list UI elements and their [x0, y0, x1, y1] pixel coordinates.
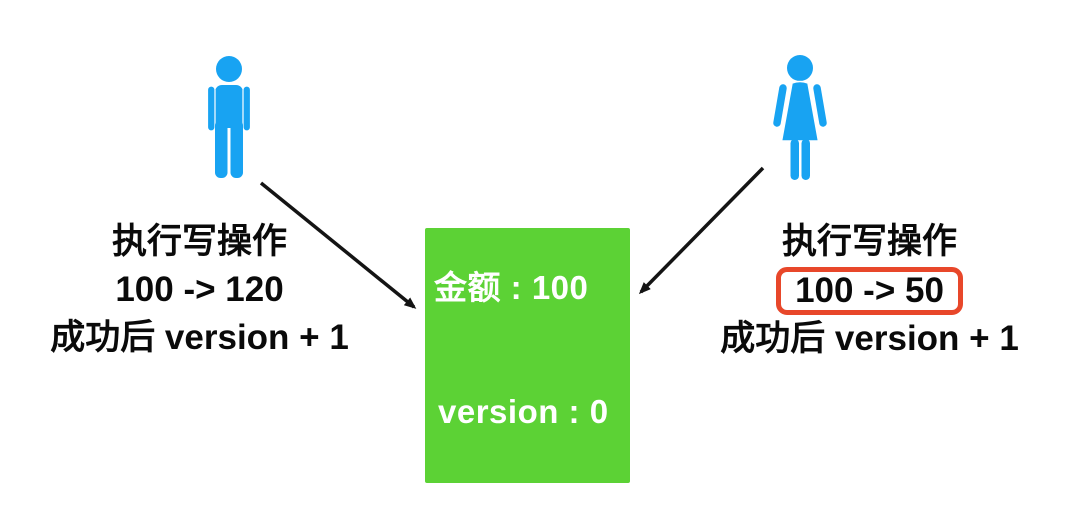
- man-left-leg: [215, 120, 228, 178]
- woman-left-leg: [790, 139, 799, 180]
- woman-right-arm: [813, 84, 827, 127]
- woman-icon: [770, 55, 830, 185]
- woman-left-arm: [773, 84, 787, 127]
- woman-dress: [780, 80, 820, 142]
- left-note-value-change: 100 -> 120: [115, 270, 284, 309]
- left-note-version-rule: 成功后 version + 1: [50, 318, 349, 357]
- amount-field: 金额 : 100: [434, 269, 589, 306]
- left-note-action: 执行写操作: [111, 222, 287, 261]
- right-note: 执行写操作 100 -> 50 成功后 version + 1: [702, 218, 1037, 363]
- man-right-arm: [242, 85, 252, 132]
- right-note-version-rule: 成功后 version + 1: [720, 319, 1019, 358]
- version-field: version : 0: [438, 393, 609, 430]
- man-icon: [203, 56, 255, 184]
- man-torso: [215, 85, 243, 128]
- man-left-arm: [206, 85, 216, 132]
- woman-head: [787, 55, 813, 81]
- right-note-value-change: 100 -> 50: [795, 271, 944, 310]
- man-right-leg: [230, 120, 243, 178]
- left-arrow: [259, 181, 417, 309]
- right-note-action: 执行写操作: [781, 222, 957, 261]
- right-arrow: [638, 166, 765, 295]
- record-box: 金额 : 100 version : 0: [425, 228, 630, 483]
- left-note: 执行写操作 100 -> 120 成功后 version + 1: [32, 218, 367, 362]
- man-head: [216, 56, 242, 82]
- woman-right-leg: [801, 139, 810, 180]
- highlighted-value-box: 100 -> 50: [776, 267, 963, 315]
